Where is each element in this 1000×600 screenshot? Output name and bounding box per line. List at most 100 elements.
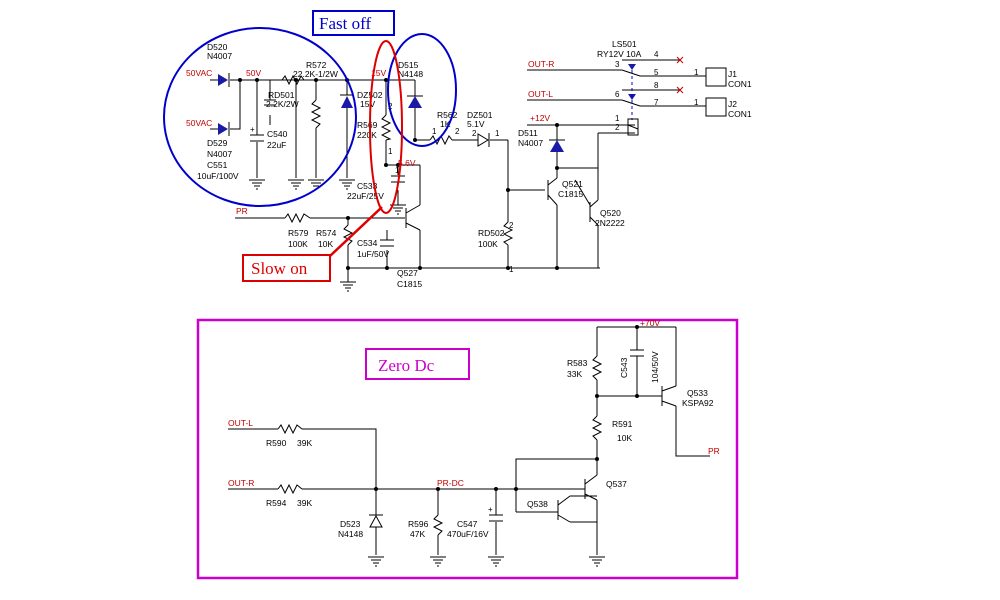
svg-text:7: 7 (654, 98, 659, 107)
svg-text:1: 1 (388, 147, 393, 156)
ground-symbol (287, 179, 305, 190)
svg-text:1: 1 (694, 98, 699, 107)
rd502-resistor (502, 221, 514, 246)
d523-ref: D523 (340, 519, 361, 529)
d520-value: N4007 (207, 51, 232, 61)
net-label-out-l: OUT-L (528, 89, 553, 99)
ground-symbol (588, 556, 606, 567)
zero-dc-label: Zero Dc (378, 356, 435, 375)
net-label-pr-dc: PR-DC (437, 478, 464, 488)
r596-ref: R596 (408, 519, 429, 529)
q527-value: C1815 (397, 279, 422, 289)
net-label-plus-12v: +12V (530, 113, 550, 123)
c543-ref: C543 (619, 357, 629, 378)
r591-value: 10K (617, 433, 632, 443)
dz502-ref: DZ502 (357, 90, 383, 100)
d523-value: N4148 (338, 529, 363, 539)
rd501-value: 2.2K/2W (266, 99, 299, 109)
r583-ref: R583 (567, 358, 588, 368)
c547-value: 470uF/16V (447, 529, 489, 539)
slow-on-annotation: Slow on (242, 40, 403, 282)
net-label-pr-2: PR (708, 446, 720, 456)
d511-value: N4007 (518, 138, 543, 148)
net-label-5-6v: 5.6V (398, 158, 416, 168)
d520-diode (218, 73, 230, 87)
ground-symbol (339, 281, 357, 292)
ground-symbol (487, 556, 505, 567)
net-label-50vac-1: 50VAC (186, 68, 212, 78)
rd501-ref: RD501 (268, 90, 295, 100)
svg-text:1: 1 (395, 166, 400, 175)
q520-ref: Q520 (600, 208, 621, 218)
q538-ref: Q538 (527, 499, 548, 509)
r569-ref: R569 (357, 120, 378, 130)
r574-value: 10K (318, 239, 333, 249)
top-wiring (210, 59, 706, 282)
r572-value: 22.2K-1/2W (293, 69, 338, 79)
c534-capacitor (380, 239, 394, 247)
r583-value: 33K (567, 369, 582, 379)
ls501-ref: LS501 (612, 39, 637, 49)
c551-ref: C551 (207, 160, 228, 170)
dz501-zener (477, 133, 490, 147)
svg-text:2: 2 (615, 123, 620, 132)
net-label-15v: 15V (371, 68, 386, 78)
fast-off-label: Fast off (319, 14, 371, 33)
ls501-value: RY12V 10A (597, 49, 642, 59)
d515-diode (407, 95, 423, 108)
svg-text:1: 1 (495, 129, 500, 138)
r579-value: 100K (288, 239, 308, 249)
junction-dots-bottom (374, 325, 639, 491)
x-marks (676, 56, 684, 94)
q521-ref: Q521 (562, 179, 583, 189)
net-label-pr: PR (236, 206, 248, 216)
r572-ref: R572 (306, 60, 327, 70)
r-zigzag-1 (310, 99, 322, 129)
r572-resistor (281, 74, 305, 86)
svg-text:+: + (250, 125, 255, 134)
zero-dc-wiring (228, 326, 710, 555)
svg-text:2: 2 (388, 102, 393, 111)
r590-ref: R590 (266, 438, 287, 448)
c540-ref: C540 (267, 129, 288, 139)
relay-contacts (621, 59, 641, 136)
c534-ref: C534 (357, 238, 378, 248)
rd501-cap (264, 99, 276, 106)
fast-off-annotation: Fast off (163, 10, 457, 207)
r583-resistor (591, 355, 603, 381)
q527-transistor (405, 204, 421, 231)
svg-text:4: 4 (654, 50, 659, 59)
d529-ref: D529 (207, 138, 228, 148)
junction-dots-top (238, 78, 559, 270)
c533-ref: C533 (357, 181, 378, 191)
j1-ref: J1 (728, 69, 737, 79)
dz501-value: 5.1V (467, 119, 485, 129)
r596-value: 47K (410, 529, 425, 539)
r594-resistor (277, 483, 303, 495)
c547-ref: C547 (457, 519, 478, 529)
dz502-value: 15V (360, 99, 375, 109)
q533-transistor (661, 385, 677, 407)
svg-text:6: 6 (615, 90, 620, 99)
d529-diode (218, 122, 230, 136)
d520-ref: D520 (207, 42, 228, 52)
net-label-50v: 50V (246, 68, 261, 78)
c547-capacitor: + (488, 505, 503, 522)
r591-resistor (591, 415, 603, 441)
r569-value: 220K (357, 130, 377, 140)
q537-ref: Q537 (606, 479, 627, 489)
r594-value: 39K (297, 498, 312, 508)
r562-value: 1K (440, 119, 451, 129)
svg-text:2: 2 (455, 127, 460, 136)
c540-value: 22uF (267, 140, 286, 150)
svg-text:8: 8 (654, 81, 659, 90)
r569-resistor (380, 114, 392, 141)
q538-transistor (516, 495, 597, 523)
r574-ref: R574 (316, 228, 337, 238)
d511-diode (549, 139, 565, 152)
d515-ref: D515 (398, 60, 419, 70)
slow-on-label: Slow on (251, 259, 308, 278)
svg-text:2: 2 (472, 129, 477, 138)
r594-ref: R594 (266, 498, 287, 508)
